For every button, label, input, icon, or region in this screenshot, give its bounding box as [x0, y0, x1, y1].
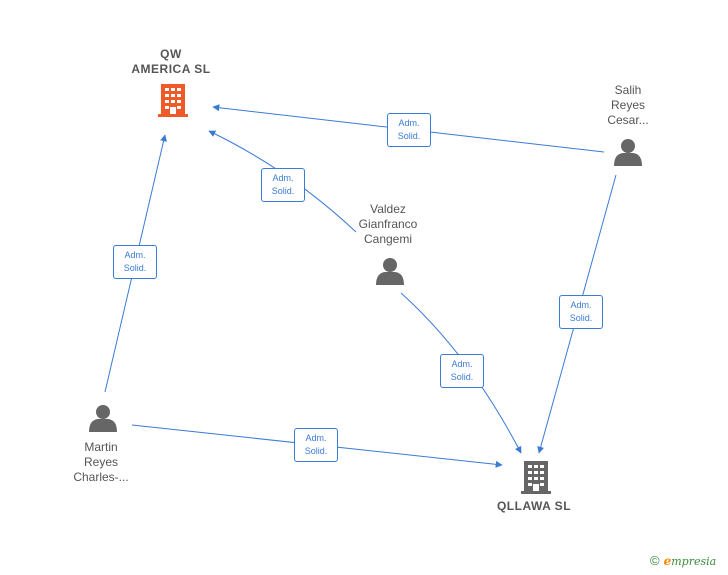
edge-label-line: Adm. [272, 173, 294, 183]
edge-label-line: Adm. [570, 300, 592, 310]
edge-label-line: Solid. [271, 186, 295, 196]
node-label-line: Valdez [370, 202, 406, 216]
person-icon[interactable] [89, 405, 117, 432]
node-label-line: Gianfranco [358, 217, 418, 231]
node-label-line: Charles-... [73, 470, 129, 484]
edge-label-line: Adm. [451, 359, 473, 369]
edge-label-line: Solid. [123, 263, 147, 273]
node-label-line: AMERICA SL [131, 62, 211, 76]
node-label-martin[interactable]: Martin Reyes Charles-... [55, 440, 147, 485]
edge-label-line: Adm. [305, 433, 327, 443]
edge-label-salih-to-qllawa[interactable]: Adm. Solid. [559, 295, 603, 329]
copyright-symbol: © [650, 553, 660, 568]
edge-label-line: Adm. [398, 118, 420, 128]
node-label-line: Cesar... [607, 113, 649, 127]
node-label-line: Reyes [83, 455, 118, 469]
brand-e: e [663, 554, 672, 568]
node-label-line: Cangemi [363, 232, 413, 246]
node-label-line: Salih [614, 83, 642, 97]
edge-label-line: Solid. [569, 313, 593, 323]
node-label-valdez[interactable]: Valdez Gianfranco Cangemi [343, 202, 433, 247]
node-label-line: QLLAWA SL [496, 499, 572, 513]
edge-label-line: Solid. [397, 131, 421, 141]
person-icon[interactable] [614, 139, 642, 166]
edge-label-martin-to-qllawa[interactable]: Adm. Solid. [294, 428, 338, 462]
edge-label-line: Adm. [124, 250, 146, 260]
node-label-line: Reyes [610, 98, 645, 112]
node-label-qllawa[interactable]: QLLAWA SL [478, 499, 590, 514]
brand-rest: mpresia [671, 555, 717, 568]
empresia-logo: ©empresia [650, 553, 716, 568]
building-icon[interactable] [158, 84, 188, 117]
edge-label-line: Solid. [304, 446, 328, 456]
edge-label-valdez-to-qllawa[interactable]: Adm. Solid. [440, 354, 484, 388]
edge-label-line: Solid. [450, 372, 474, 382]
edge-label-martin-to-qw-america[interactable]: Adm. Solid. [113, 245, 157, 279]
node-label-line: QW [160, 47, 182, 61]
node-label-qw-america[interactable]: QW AMERICA SL [110, 47, 232, 77]
edge-label-salih-to-qw-america[interactable]: Adm. Solid. [387, 113, 431, 147]
node-label-salih[interactable]: Salih Reyes Cesar... [588, 83, 668, 128]
building-icon[interactable] [521, 461, 551, 494]
edge-label-valdez-to-qw-america[interactable]: Adm. Solid. [261, 168, 305, 202]
person-icon[interactable] [376, 258, 404, 285]
node-label-line: Martin [84, 440, 118, 454]
